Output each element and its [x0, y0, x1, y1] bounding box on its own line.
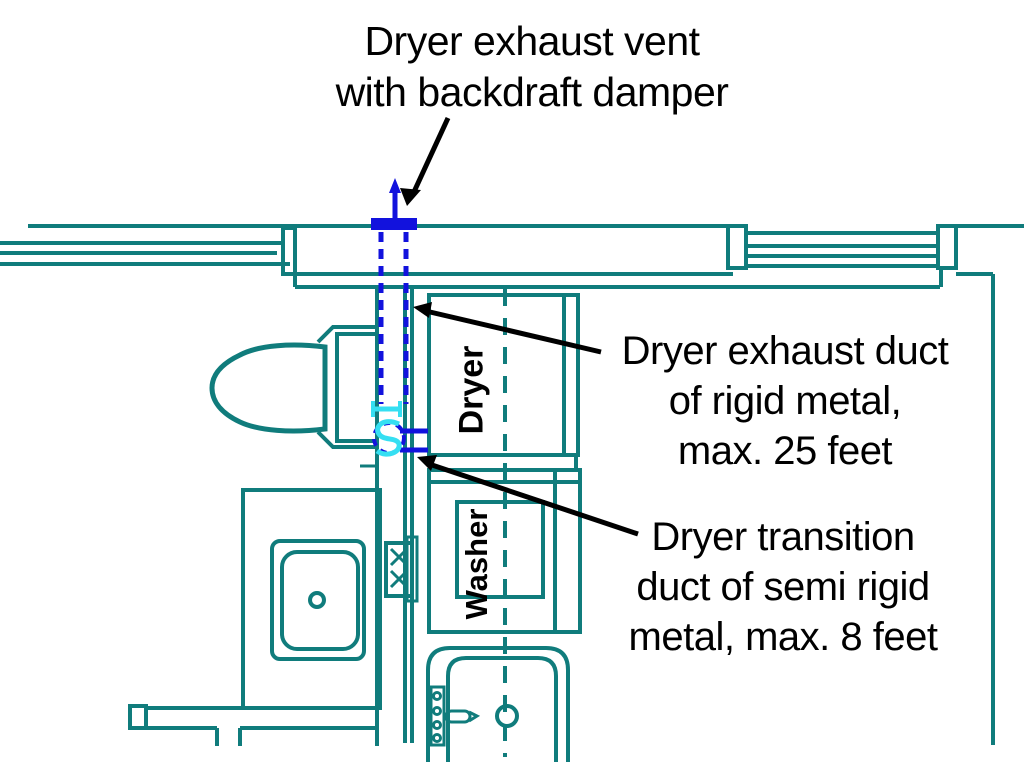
- bathtub: [426, 646, 570, 762]
- sink-cabinet: [241, 488, 382, 710]
- transition-duct-annotation-line1: Dryer transition: [651, 515, 915, 559]
- vent-annotation: Dryer exhaust vent with backdraft damper: [336, 16, 729, 118]
- vent-cap: [371, 218, 417, 230]
- washer-label: Washer: [459, 508, 494, 620]
- dryer-label: Dryer: [452, 345, 491, 435]
- laundry-outlet-box: [384, 535, 419, 603]
- right-window: [726, 224, 958, 287]
- exhaust-duct-annotation-line3: max. 25 feet: [677, 429, 893, 473]
- exhaust-duct-annotation-line2: of rigid metal,: [668, 379, 902, 423]
- arrow-to-transition-duct: [417, 455, 639, 537]
- exhaust-duct-annotation: Dryer exhaust duct of rigid metal, max. …: [622, 326, 949, 476]
- flex-s-duct: [375, 419, 402, 457]
- arrow-to-exhaust-duct: [413, 302, 602, 355]
- vent-annotation-line1: Dryer exhaust vent: [364, 18, 700, 64]
- rigid-exhaust-duct: [378, 232, 409, 404]
- transition-duct-annotation-line2: duct of semi rigid: [636, 565, 930, 609]
- vent-annotation-line2: with backdraft damper: [335, 69, 729, 115]
- transition-duct-annotation-line3: metal, max. 8 feet: [628, 615, 938, 659]
- sink: [270, 539, 366, 661]
- bottom-walls: [128, 704, 379, 746]
- transition-duct-annotation: Dryer transition duct of semi rigid meta…: [629, 512, 938, 662]
- arrow-to-vent: [400, 116, 451, 206]
- left-window: [0, 226, 297, 276]
- toilet: [209, 325, 379, 468]
- vent-pipe: [389, 178, 401, 218]
- flex-duct-joint: [371, 401, 402, 417]
- exhaust-duct-annotation-line1: Dryer exhaust duct: [621, 329, 949, 373]
